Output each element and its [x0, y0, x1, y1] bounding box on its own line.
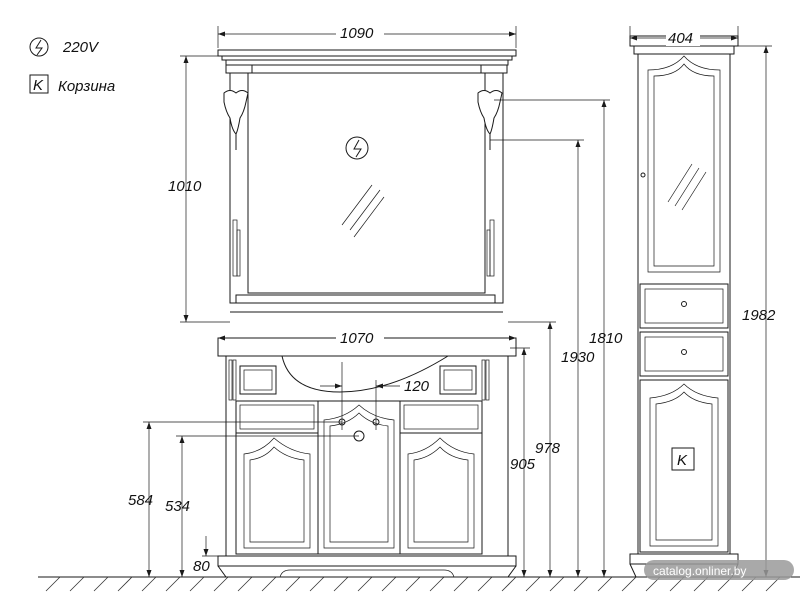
dimension-labels: 1090 1070 1010 120 905 978 1930 1810 584… [128, 24, 776, 575]
cabinet-height-label: 1982 [742, 307, 776, 324]
basket-icon [29, 74, 49, 94]
height-905-label: 905 [510, 456, 536, 473]
height-1930-label: 1930 [561, 349, 595, 366]
cabinet-drawer-1 [644, 288, 724, 324]
right-lamp [477, 90, 503, 135]
tall-cabinet: K [629, 35, 739, 578]
vanity-right-door [399, 432, 483, 555]
vanity [217, 337, 517, 578]
basket-icon-letter: K [33, 77, 44, 94]
cabinet-body [637, 53, 731, 555]
watermark: catalog.onliner.by [644, 560, 794, 580]
cabinet-basket-letter: K [677, 452, 688, 469]
vanity-body [225, 355, 509, 557]
cabinet-width-label: 404 [668, 30, 693, 47]
height-1810-label: 1810 [589, 330, 623, 347]
mirror-glass [247, 72, 486, 294]
mirror-shelf [235, 294, 496, 304]
cabinet-basket-icon [671, 447, 695, 471]
mirror-height-label: 1010 [168, 178, 202, 195]
power-label: 220V [62, 39, 100, 56]
height-534-label: 534 [165, 498, 190, 515]
left-lamp [223, 90, 249, 135]
dimension-lines [143, 26, 772, 577]
cabinet-drawer-2 [644, 336, 724, 372]
power-icon [29, 37, 49, 57]
legend: 220V K Корзина [29, 37, 115, 95]
cabinet-upper-door [647, 55, 721, 273]
vanity-width-label: 1070 [340, 330, 374, 347]
drain-offset-label: 120 [404, 378, 430, 395]
mirror-width-label: 1090 [340, 25, 374, 42]
cabinet-lower-door [649, 383, 719, 547]
height-978-label: 978 [535, 440, 561, 457]
vanity-left-door [235, 432, 319, 555]
mirror-frame [229, 72, 504, 304]
plinth-height-label: 80 [193, 558, 210, 575]
watermark-text: catalog.onliner.by [653, 564, 746, 578]
basket-label: Корзина [58, 78, 115, 95]
mirror-cornice [217, 49, 517, 57]
power-bolt-icon [35, 39, 43, 56]
height-584-label: 584 [128, 492, 153, 509]
vanity-left-drawer [235, 400, 319, 434]
mirror [217, 49, 517, 313]
mirror-socket-icon [345, 136, 369, 160]
vanity-right-drawer [399, 400, 483, 434]
vanity-basin [281, 355, 449, 393]
